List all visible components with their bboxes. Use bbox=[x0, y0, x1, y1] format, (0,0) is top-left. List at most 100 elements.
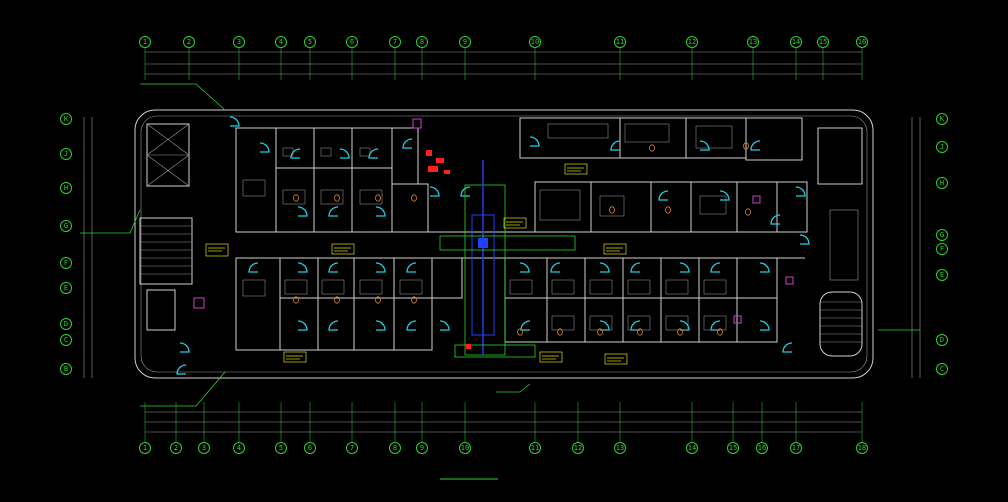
top-grid-bubble-label: 12 bbox=[688, 38, 696, 46]
top-grid-bubble-label: 3 bbox=[237, 38, 241, 46]
left-grid-bubble-label: G bbox=[64, 222, 68, 230]
room-tag bbox=[564, 163, 588, 175]
room-south bbox=[279, 257, 319, 299]
fixture bbox=[551, 279, 575, 295]
fixture bbox=[509, 279, 533, 295]
toilet-icon bbox=[745, 208, 751, 216]
fixture bbox=[589, 315, 613, 331]
bottom-grid-bubble-label: 17 bbox=[792, 444, 800, 452]
left-grid-bubble-H: H bbox=[60, 182, 72, 194]
toilet-icon bbox=[557, 328, 563, 336]
bottom-grid-bubble-label: 11 bbox=[531, 444, 539, 452]
room-north bbox=[391, 183, 429, 233]
door-swing bbox=[339, 148, 350, 159]
top-grid-bubble-label: 6 bbox=[350, 38, 354, 46]
right-grid-bubble-label: G bbox=[940, 231, 944, 239]
left-grid-bubble-label: K bbox=[64, 115, 69, 123]
top-grid-bubble-label: 13 bbox=[749, 38, 757, 46]
bottom-grid-bubble-label: 10 bbox=[461, 444, 469, 452]
left-grid-bubble-E: E bbox=[60, 282, 72, 294]
door-swing bbox=[759, 320, 770, 331]
room-fixtures bbox=[242, 123, 751, 336]
door-swing bbox=[710, 320, 721, 331]
room-south bbox=[393, 297, 433, 351]
room-tag bbox=[603, 243, 627, 255]
left-grid-bubble-label: J bbox=[64, 150, 68, 158]
top-grid-bubble-11: 11 bbox=[614, 36, 626, 48]
toilet-icon bbox=[597, 328, 603, 336]
toilet-icon bbox=[609, 206, 615, 214]
door-swing bbox=[759, 262, 770, 273]
room-north bbox=[275, 127, 315, 169]
toilet-icon bbox=[334, 296, 340, 304]
door-swing bbox=[460, 186, 471, 197]
fixture bbox=[539, 189, 581, 221]
bottom-grid-bubble-label: 8 bbox=[393, 444, 397, 452]
room-tag bbox=[539, 351, 563, 363]
bottom-grid-bubble-13: 13 bbox=[614, 442, 626, 454]
door-swing bbox=[782, 342, 793, 353]
room-tag bbox=[331, 243, 355, 255]
door-swing bbox=[529, 136, 540, 147]
rooms-north-row bbox=[235, 117, 808, 233]
right-dimension-lines bbox=[911, 117, 921, 378]
left-grid-bubble-label: D bbox=[64, 320, 68, 328]
room-north bbox=[690, 181, 738, 233]
fixture bbox=[627, 315, 651, 331]
toilet-icon bbox=[334, 194, 340, 202]
bottom-grid-bubble-18: 18 bbox=[856, 442, 868, 454]
bottom-grid-bubble-label: 2 bbox=[174, 444, 178, 452]
toilet-icon bbox=[411, 194, 417, 202]
left-grid-bubble-label: H bbox=[64, 184, 68, 192]
door-swing bbox=[297, 262, 308, 273]
top-grid-bubble-label: 7 bbox=[393, 38, 397, 46]
left-grid-bubble-D: D bbox=[60, 318, 72, 330]
room-north bbox=[650, 181, 692, 233]
bottom-grid-bubble-label: 16 bbox=[758, 444, 766, 452]
left-grid-bubble-F: F bbox=[60, 257, 72, 269]
fixture bbox=[665, 279, 689, 295]
bottom-grid-bubble-14: 14 bbox=[686, 442, 698, 454]
door-swing bbox=[599, 262, 610, 273]
room-south bbox=[736, 257, 778, 299]
fixture bbox=[320, 147, 332, 157]
door-swing bbox=[229, 116, 240, 127]
toilet-icon bbox=[665, 206, 671, 214]
top-grid-bubble-9: 9 bbox=[459, 36, 471, 48]
top-grid-bubble-5: 5 bbox=[304, 36, 316, 48]
bottom-dimension-lines bbox=[145, 411, 862, 433]
door-swing bbox=[710, 262, 721, 273]
fixture bbox=[359, 147, 371, 157]
right-grid-bubble-K: K bbox=[936, 113, 948, 125]
room-south bbox=[698, 297, 738, 343]
top-grid-bubble-14: 14 bbox=[790, 36, 802, 48]
fixture bbox=[242, 179, 266, 197]
room-south bbox=[622, 257, 662, 299]
room-tags bbox=[205, 163, 628, 365]
right-grid-bubble-label: J bbox=[940, 143, 944, 151]
room-south bbox=[353, 297, 395, 351]
room-north bbox=[745, 117, 803, 161]
bottom-grid-bubble-12: 12 bbox=[572, 442, 584, 454]
door-swing bbox=[328, 320, 339, 331]
toilet-icon bbox=[637, 328, 643, 336]
bottom-grid-bubble-label: 1 bbox=[143, 444, 147, 452]
fixture bbox=[703, 279, 727, 295]
left-grid-bubble-label: E bbox=[64, 284, 68, 292]
fixture bbox=[665, 315, 689, 331]
bottom-grid-bubble-label: 3 bbox=[202, 444, 206, 452]
fixture bbox=[699, 195, 727, 215]
top-grid-bubble-label: 10 bbox=[531, 38, 539, 46]
door-swing bbox=[248, 262, 259, 273]
fixture bbox=[284, 279, 308, 295]
top-grid-bubble-label: 2 bbox=[187, 38, 191, 46]
room-tag bbox=[283, 351, 307, 363]
bottom-grid-bubble-7: 7 bbox=[346, 442, 358, 454]
bottom-grid-bubble-label: 4 bbox=[237, 444, 241, 452]
door-swing bbox=[297, 206, 308, 217]
bottom-grid-bubble-5: 5 bbox=[275, 442, 287, 454]
left-grid-bubble-J: J bbox=[60, 148, 72, 160]
toilet-icon bbox=[375, 296, 381, 304]
toilet-icon bbox=[411, 296, 417, 304]
